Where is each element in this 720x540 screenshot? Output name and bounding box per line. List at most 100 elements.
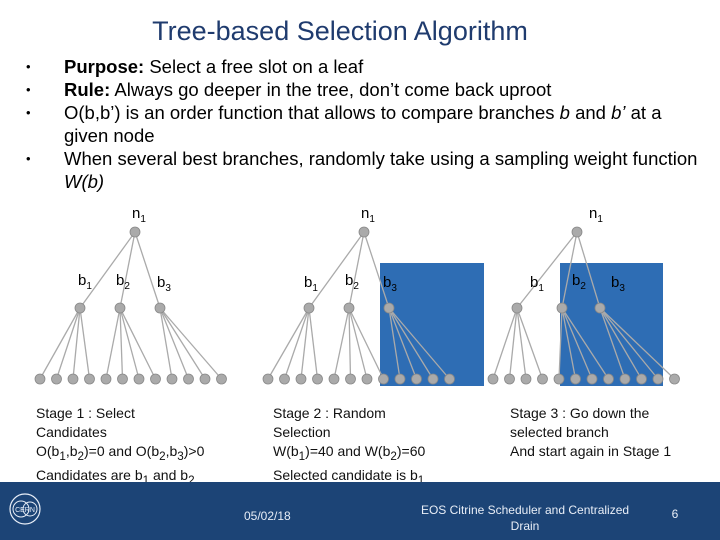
- tree1-leaf-edge: [159, 307, 206, 380]
- tree3-leaf-node: [487, 373, 499, 385]
- tree3-leaf-node: [570, 373, 581, 385]
- tree2-leaf-edge: [388, 307, 450, 380]
- tree1-branch-node: [114, 302, 126, 314]
- tree2-branch-node: [343, 302, 355, 314]
- tree2-leaf-node: [394, 373, 406, 385]
- page-number: 6: [671, 507, 679, 521]
- tree1-leaf-node: [100, 373, 112, 385]
- bullet-dot-icon: •: [26, 105, 31, 120]
- footer-center-text: EOS Citrine Scheduler and Centralized Dr…: [420, 503, 630, 533]
- tree1-leaf-edge: [79, 307, 91, 380]
- tree2-root-label: n1: [361, 205, 375, 225]
- tree2-leaf-edge: [348, 307, 368, 380]
- tree3-branch-edge: [576, 231, 601, 309]
- bullet-italic: b’: [611, 102, 626, 123]
- tree2-leaf-edge: [388, 307, 401, 380]
- bullet-random: • When several best branches, randomly t…: [26, 147, 706, 193]
- tree2-leaf-edge: [333, 307, 350, 380]
- tree2-leaf-node: [279, 373, 290, 385]
- tree3-highlight-box: [560, 263, 663, 386]
- tree2-leaf-edge: [388, 307, 434, 380]
- tree2-leaf-edge: [308, 307, 319, 380]
- bullet-text: O(b,b’) is an order function that allows…: [64, 102, 560, 123]
- tree2-leaf-edge: [300, 307, 310, 380]
- tree3-leaf-node: [619, 373, 631, 385]
- tree3-branch-edge: [561, 231, 578, 309]
- tree2-leaf-edge: [348, 307, 352, 380]
- tree3-leaf-edge: [516, 307, 527, 380]
- tree1-leaf-node: [183, 373, 194, 385]
- tree3-leaf-edge: [561, 307, 593, 380]
- tree1-leaf-node: [34, 373, 46, 385]
- tree1-branch-edge: [119, 231, 136, 309]
- bullet-italic: b: [559, 102, 570, 123]
- tree1-leaf-edge: [159, 307, 173, 380]
- bullet-text: and: [569, 102, 612, 123]
- tree3-branch-edge: [516, 231, 578, 309]
- tree3-leaf-node: [504, 373, 515, 385]
- tree2-leaf-node: [312, 373, 323, 385]
- tree3-leaf-edge: [599, 307, 626, 380]
- tree1-leaf-edge: [119, 307, 157, 380]
- tree2-leaf-edge: [267, 307, 310, 380]
- tree1-root-label: n1: [132, 205, 146, 225]
- tree1-leaf-edge: [39, 307, 81, 380]
- tree2-leaf-node: [345, 373, 356, 385]
- tree1-leaf-node: [199, 373, 211, 385]
- bullet-label: Rule:: [64, 79, 111, 100]
- tree3-root-node: [571, 226, 583, 238]
- tree1-root-node: [129, 226, 141, 238]
- tree3-leaf-edge: [516, 307, 544, 380]
- tree1-leaf-edge: [119, 307, 140, 380]
- bullet-dot-icon: •: [26, 59, 31, 74]
- svg-text:CERN: CERN: [15, 507, 35, 514]
- tree3-leaf-edge: [561, 307, 610, 380]
- bullet-italic: W(b): [64, 171, 105, 192]
- tree3-leaf-node: [537, 373, 548, 385]
- tree2-branch-edge: [363, 231, 390, 309]
- tree1-branch-edge: [134, 231, 161, 309]
- footer-date: 05/02/18: [244, 509, 291, 523]
- tree2-leaf-node: [361, 373, 373, 385]
- tree1-leaf-edge: [159, 307, 190, 380]
- tree1-leaf-node: [216, 373, 227, 385]
- tree2-branch-edge: [308, 231, 365, 309]
- tree3-leaf-edge: [561, 307, 577, 380]
- slide-title: Tree-based Selection Algorithm: [152, 16, 528, 46]
- tree3-branch-node: [556, 302, 568, 314]
- tree3-leaf-node: [603, 373, 614, 385]
- tree1-b3-label: b3: [157, 274, 171, 294]
- tree2-leaf-node: [444, 373, 455, 385]
- tree1-leaf-node: [133, 373, 145, 385]
- tree2-leaf-edge: [283, 307, 310, 380]
- bullet-order-function: • O(b,b’) is an order function that allo…: [26, 101, 706, 147]
- tree3-leaf-node: [669, 373, 680, 385]
- tree2-leaf-node: [378, 373, 389, 385]
- tree1-leaf-node: [166, 373, 178, 385]
- tree3-b2-label: b2: [572, 272, 586, 292]
- tree2-b2-label: b2: [345, 272, 359, 292]
- tree2-leaf-node: [295, 373, 307, 385]
- tree3-branch-node: [594, 302, 606, 314]
- slide-footer: CERN 05/02/18 EOS Citrine Scheduler and …: [0, 482, 720, 540]
- bullet-text: When several best branches, randomly tak…: [64, 148, 698, 169]
- tree1-leaf-edge: [105, 307, 121, 380]
- bullet-dot-icon: •: [26, 151, 31, 166]
- tree1-leaf-node: [150, 373, 161, 385]
- bullet-text: Always go deeper in the tree, don’t come…: [110, 79, 552, 100]
- trees-diagram: [34, 226, 680, 386]
- tree1-leaf-edge: [55, 307, 81, 380]
- tree1-branch-edge: [79, 231, 136, 309]
- tree3-leaf-edge: [492, 307, 518, 380]
- stage1-caption: Stage 1 : Select Candidates O(b1,b2)=0 a…: [36, 405, 205, 487]
- tree1-leaf-node: [117, 373, 128, 385]
- tree1-leaf-edge: [72, 307, 81, 380]
- tree1-branch-node: [154, 302, 166, 314]
- bullet-rule: • Rule: Always go deeper in the tree, do…: [26, 78, 706, 101]
- tree2-leaf-edge: [388, 307, 418, 380]
- tree1-leaf-node: [84, 373, 95, 385]
- tree2-leaf-edge: [348, 307, 385, 380]
- tree2-root-node: [358, 226, 370, 238]
- tree1-branch-node: [74, 302, 86, 314]
- tree3-leaf-edge: [599, 307, 675, 380]
